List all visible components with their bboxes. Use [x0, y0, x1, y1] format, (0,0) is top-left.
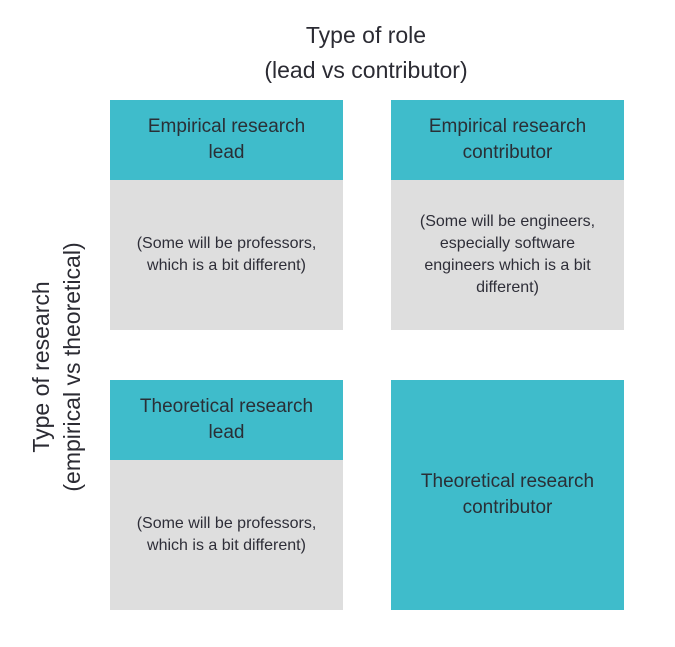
quadrant-note-line2: which is a bit different) [147, 537, 306, 554]
quadrant-note-line2: which is a bit different) [147, 257, 306, 274]
quadrant-note: (Some will be professors, which is a bit… [110, 460, 343, 610]
quadrant-title-line2: lead [208, 422, 245, 443]
quadrant-empirical-lead: Empirical research lead (Some will be pr… [110, 100, 343, 330]
quadrant-note-line2: especially software [439, 235, 576, 252]
research-axis-title: Type of research (empirical vs theoretic… [26, 217, 88, 517]
quadrant-title-line2: contributor [462, 497, 553, 518]
quadrant-header: Theoretical research contributor [391, 380, 624, 610]
quadrant-theoretical-lead: Theoretical research lead (Some will be … [110, 380, 343, 610]
quadrant-title-line1: Empirical research [428, 116, 587, 137]
quadrant-note-line3: engineers which is a bit [424, 257, 591, 274]
quadrant-title-line2: contributor [462, 142, 553, 163]
quadrant-title-line1: Theoretical research [139, 396, 314, 417]
role-axis-title-line2: (lead vs contributor) [264, 57, 468, 83]
research-axis-title-wrapper: Type of research (empirical vs theoretic… [26, 217, 88, 517]
quadrant-note-line1: (Some will be professors, [136, 235, 317, 252]
quadrant-header: Empirical research lead [110, 100, 343, 180]
quadrant-note: (Some will be professors, which is a bit… [110, 180, 343, 330]
quadrant-title-line2: lead [208, 142, 245, 163]
quadrant-title-line1: Theoretical research [420, 471, 595, 492]
role-axis-title-line1: Type of role [305, 22, 427, 48]
role-axis-title: Type of role (lead vs contributor) [0, 18, 675, 88]
quadrant-note-line1: (Some will be professors, [136, 515, 317, 532]
quadrant-theoretical-contributor: Theoretical research contributor [391, 380, 624, 610]
quadrant-empirical-contributor: Empirical research contributor (Some wil… [391, 100, 624, 330]
research-axis-title-line1: Type of research [28, 281, 54, 453]
quadrant-header: Empirical research contributor [391, 100, 624, 180]
quadrant-title-line1: Empirical research [147, 116, 306, 137]
quadrant-note-line1: (Some will be engineers, [419, 213, 596, 230]
quadrant-header: Theoretical research lead [110, 380, 343, 460]
quadrant-note-line4: different) [476, 279, 539, 296]
research-axis-title-line2: (empirical vs theoretical) [59, 242, 85, 492]
quadrant-note: (Some will be engineers, especially soft… [391, 180, 624, 330]
